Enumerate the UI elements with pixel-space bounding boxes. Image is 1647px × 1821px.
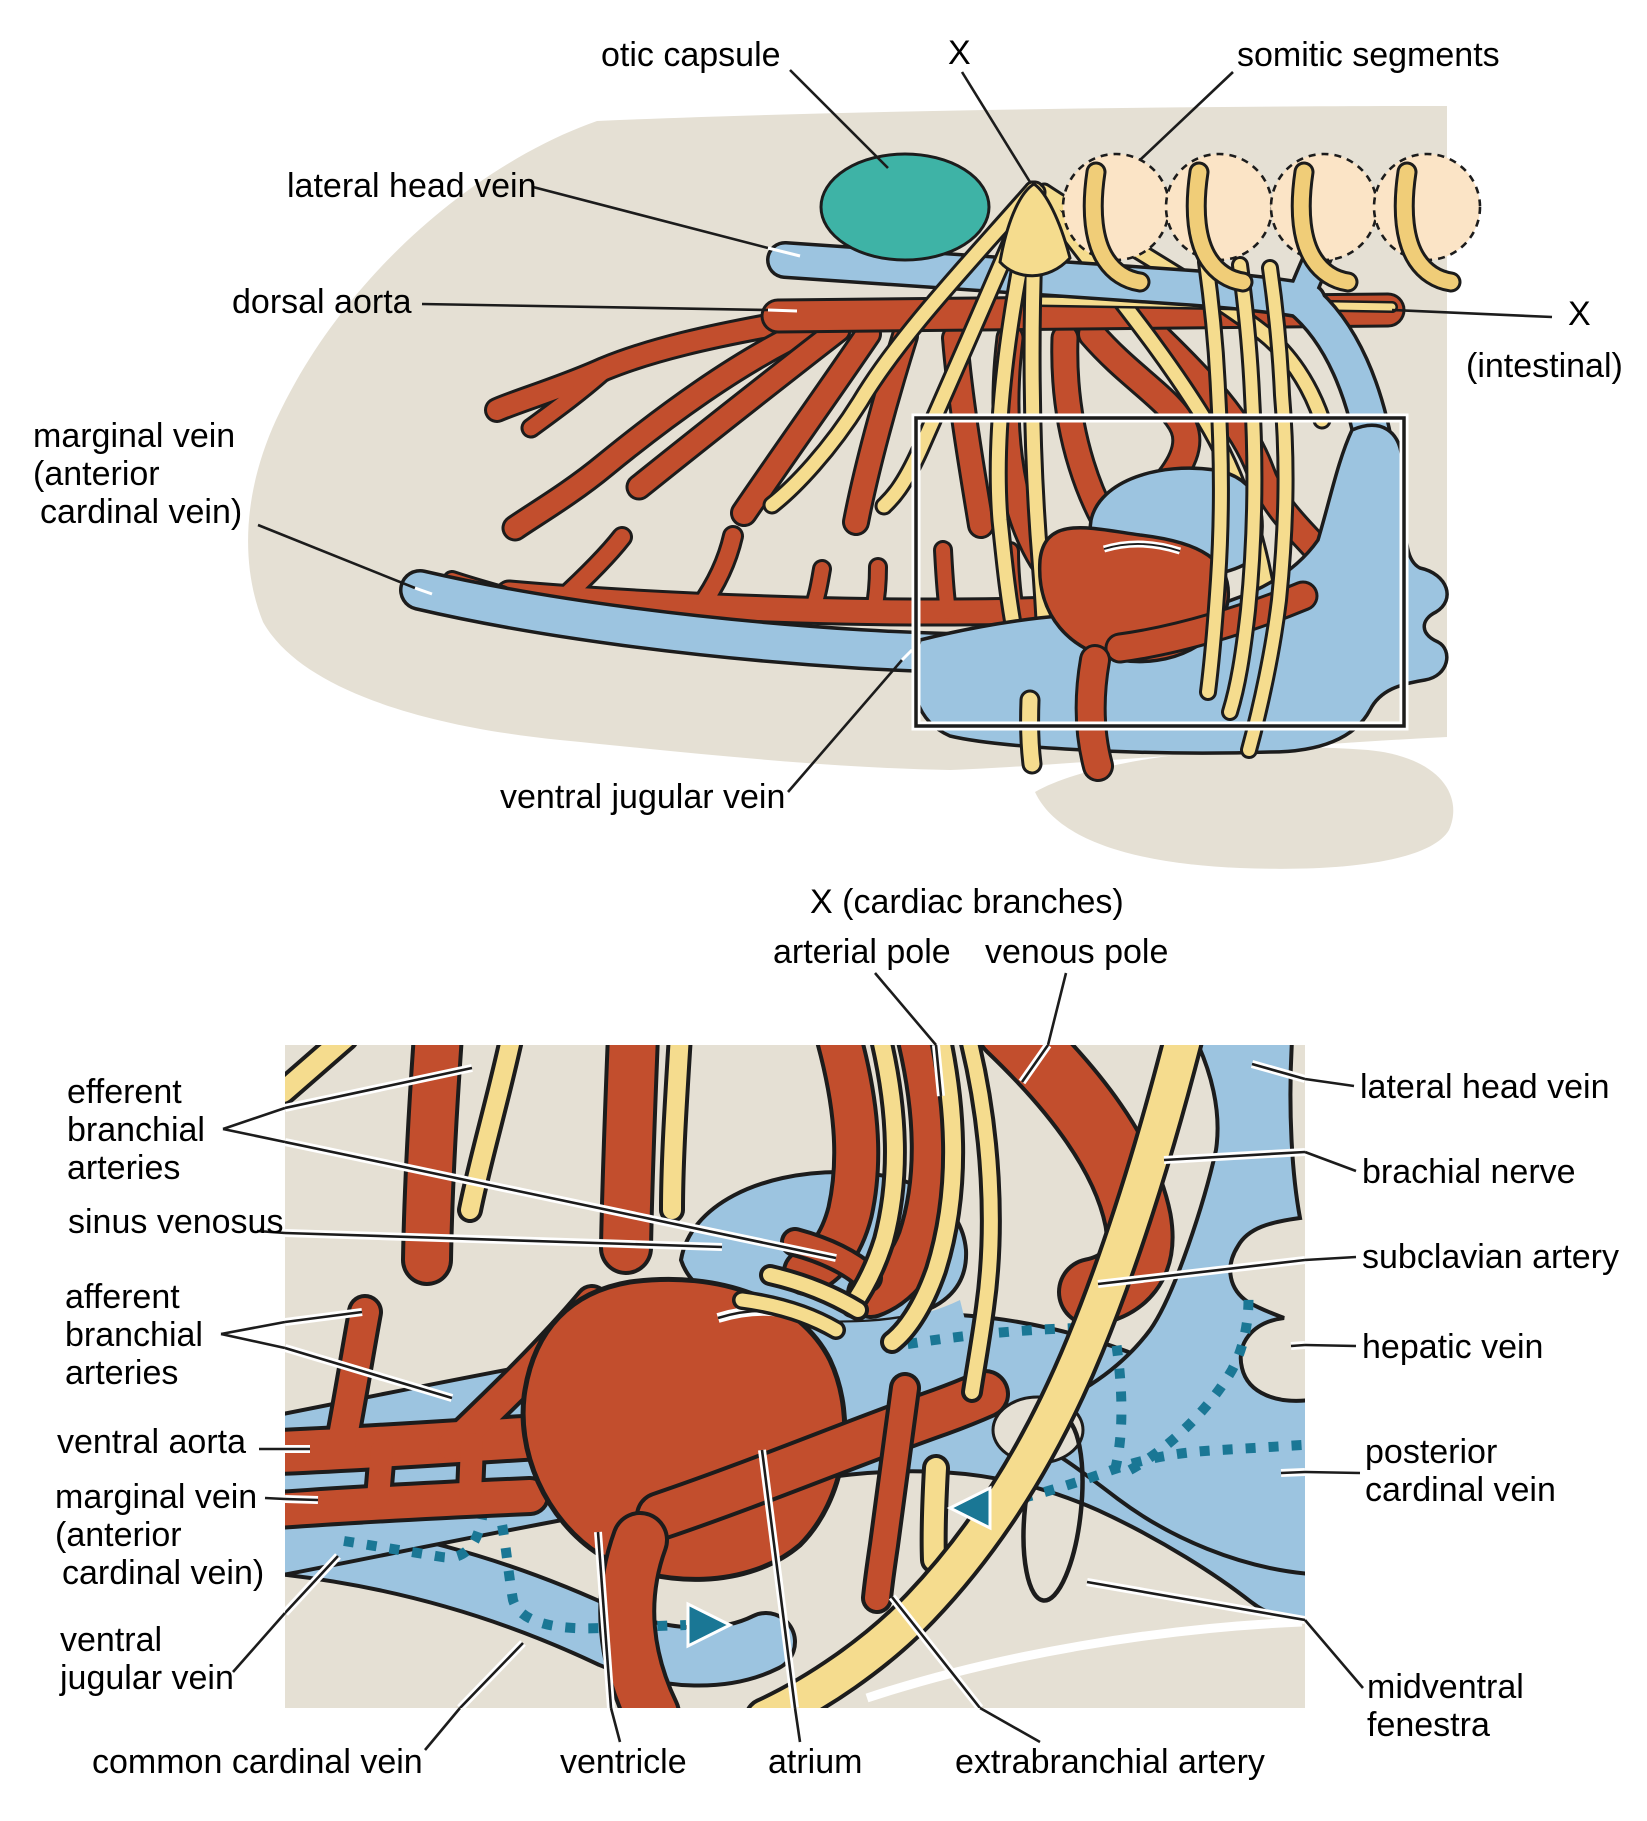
svg-text:lateral head vein: lateral head vein (287, 167, 537, 205)
svg-text:hepatic vein: hepatic vein (1362, 1328, 1543, 1366)
svg-text:posterior: posterior (1365, 1433, 1497, 1471)
svg-text:(intestinal): (intestinal) (1466, 347, 1623, 385)
svg-text:common cardinal vein: common cardinal vein (92, 1743, 423, 1781)
svg-text:cardinal vein): cardinal vein) (62, 1554, 264, 1592)
svg-text:marginal vein: marginal vein (55, 1478, 257, 1516)
svg-text:extrabranchial artery: extrabranchial artery (955, 1743, 1265, 1781)
svg-text:jugular vein: jugular vein (59, 1659, 234, 1697)
svg-text:X: X (948, 34, 971, 72)
svg-text:branchial: branchial (65, 1316, 203, 1354)
svg-text:marginal vein: marginal vein (33, 417, 235, 455)
svg-text:midventral: midventral (1367, 1668, 1524, 1706)
svg-text:X (cardiac branches): X (cardiac branches) (810, 883, 1124, 921)
svg-text:somitic segments: somitic segments (1237, 36, 1500, 74)
svg-text:brachial nerve: brachial nerve (1362, 1153, 1576, 1191)
svg-text:(anterior: (anterior (33, 455, 160, 493)
svg-text:ventral jugular vein: ventral jugular vein (500, 778, 785, 816)
svg-text:fenestra: fenestra (1367, 1706, 1490, 1744)
svg-text:(anterior: (anterior (55, 1516, 182, 1554)
svg-text:efferent: efferent (67, 1073, 182, 1111)
svg-text:cardinal vein): cardinal vein) (40, 493, 242, 531)
svg-text:X: X (1568, 295, 1591, 333)
svg-text:dorsal aorta: dorsal aorta (232, 283, 412, 321)
svg-text:ventral aorta: ventral aorta (57, 1423, 246, 1461)
svg-text:sinus venosus: sinus venosus (68, 1203, 283, 1241)
svg-text:arteries: arteries (67, 1149, 180, 1187)
svg-text:venous pole: venous pole (985, 933, 1168, 971)
svg-text:afferent: afferent (65, 1278, 180, 1316)
svg-text:otic capsule: otic capsule (601, 36, 781, 74)
svg-text:ventricle: ventricle (560, 1743, 687, 1781)
svg-text:lateral head vein: lateral head vein (1360, 1068, 1610, 1106)
svg-text:subclavian artery: subclavian artery (1362, 1238, 1619, 1276)
svg-text:branchial: branchial (67, 1111, 205, 1149)
svg-text:arteries: arteries (65, 1354, 178, 1392)
svg-text:cardinal vein: cardinal vein (1365, 1471, 1556, 1509)
svg-text:atrium: atrium (768, 1743, 862, 1781)
svg-text:ventral: ventral (60, 1621, 162, 1659)
svg-text:arterial pole: arterial pole (773, 933, 951, 971)
